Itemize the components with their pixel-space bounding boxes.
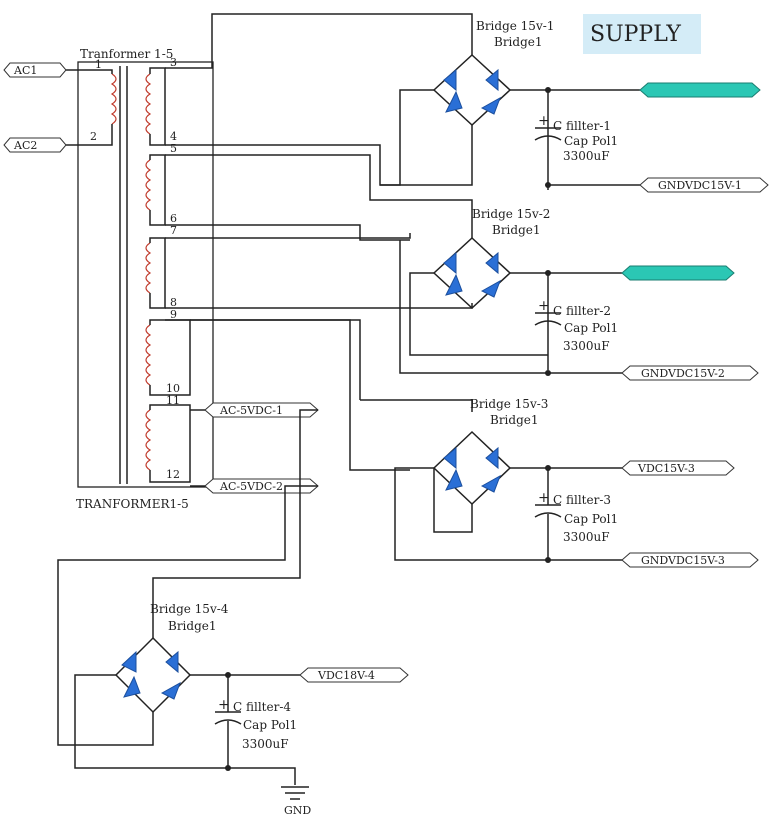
transformer-bottom-label: TRANFORMER1-5 [76,497,189,511]
pin-9-label: 9 [170,308,177,321]
cap-2-name: C fillter-2 [553,304,611,318]
port-vdc15v-2[interactable] [621,265,735,281]
port-vdc15v-1[interactable] [639,82,761,98]
svg-text:VDC15V-3: VDC15V-3 [637,462,695,475]
cap-plus-icon: + [538,113,550,129]
diode-icon [445,273,463,296]
diode-icon [485,251,499,275]
pin-3-label: 3 [170,56,177,69]
svg-text:VDC18V-4: VDC18V-4 [317,669,375,682]
capacitor-4: + C fillter-4 Cap Pol1 3300uF [214,675,297,768]
page-title: SUPPLY [590,22,681,47]
svg-text:AC-5VDC-2: AC-5VDC-2 [219,480,283,493]
capacitor-2: + C fillter-2 Cap Pol1 3300uF [534,298,618,353]
svg-text:GNDVDC15V-3: GNDVDC15V-3 [641,554,725,567]
pin-2-label: 2 [90,130,97,143]
port-vdc18v-4[interactable]: VDC18V-4 [299,667,409,683]
cap-1-name: C fillter-1 [553,119,611,133]
diode-icon [121,650,137,673]
pin-10-label: 10 [166,382,180,395]
cap-plus-icon: + [538,490,550,506]
pin-11-label: 11 [166,394,180,407]
cap-3-value: 3300uF [563,530,610,544]
pin-1-label: 1 [95,58,102,71]
pin-5-label: 5 [170,142,177,155]
bridge-3-name: Bridge 15v-3 [470,397,548,411]
port-ac-5vdc-1[interactable]: AC-5VDC-1 [204,402,319,418]
cap-plus-icon: + [538,298,550,314]
svg-text:GNDVDC15V-1: GNDVDC15V-1 [658,179,742,192]
bridge-1-part: Bridge1 [494,35,543,49]
capacitor-1: + C fillter-1 Cap Pol1 3300uF [534,113,618,163]
cap-3-part: Cap Pol1 [564,512,618,526]
port-gnd-3[interactable]: GNDVDC15V-3 [621,552,759,568]
cap-plus-icon: + [218,697,230,713]
pin-4-label: 4 [170,130,177,143]
port-vdc15v-3[interactable]: VDC15V-3 [621,460,735,476]
bridge-1-name: Bridge 15v-1 [476,19,554,33]
diode-icon [123,675,141,698]
transformer-top-label: Tranformer 1-5 [80,47,173,61]
diode-icon [443,251,457,275]
transformer-body [77,61,214,488]
title-block: SUPPLY [583,14,701,54]
diode-icon [445,468,463,491]
port-ac-5vdc-2[interactable]: AC-5VDC-2 [204,478,319,494]
port-ac1[interactable]: AC1 [3,62,67,78]
cap-4-value: 3300uF [242,737,289,751]
cap-3-name: C fillter-3 [553,493,611,507]
cap-2-value: 3300uF [563,339,610,353]
pin-7-label: 7 [170,224,177,237]
port-ac2[interactable]: AC2 [3,137,67,153]
port-gnd-1[interactable]: GNDVDC15V-1 [639,177,769,193]
diode-icon [165,650,179,674]
diode-icon [443,446,457,470]
port-gnd-2[interactable]: GNDVDC15V-2 [621,365,759,381]
diode-icon [443,68,457,92]
bridge-4: Bridge 15v-4 Bridge1 [74,602,229,769]
diode-icon [480,474,501,493]
bridge-3: Bridge 15v-3 Bridge1 [394,397,548,561]
svg-text:AC2: AC2 [13,139,37,152]
bridge-2-part: Bridge1 [492,223,541,237]
diode-icon [485,68,499,92]
bridge-3-part: Bridge1 [490,413,539,427]
capacitor-3: + C fillter-3 Cap Pol1 3300uF [534,468,618,560]
cap-4-name: C fillter-4 [233,700,291,714]
pin-6-label: 6 [170,212,177,225]
bridge-2: Bridge 15v-2 Bridge1 [409,207,550,370]
pin-8-label: 8 [170,296,177,309]
cap-1-part: Cap Pol1 [564,134,618,148]
ground-icon: GND [281,786,311,817]
cap-2-part: Cap Pol1 [564,321,618,335]
bridge-4-part: Bridge1 [168,619,217,633]
diode-icon [480,279,501,298]
bridge-1: Bridge 15v-1 Bridge1 [380,19,554,190]
bridge-4-name: Bridge 15v-4 [150,602,229,616]
svg-text:AC1: AC1 [13,64,37,77]
bridge-2-name: Bridge 15v-2 [472,207,550,221]
diode-icon [160,681,181,700]
gnd-label: GND [284,804,311,817]
transformer: Tranformer 1-5 TRANFORMER1-5 1 2 3 4 5 6… [60,47,214,511]
svg-text:GNDVDC15V-2: GNDVDC15V-2 [641,367,725,380]
svg-text:AC-5VDC-1: AC-5VDC-1 [219,404,283,417]
diode-icon [445,90,463,113]
diode-icon [480,96,501,115]
cap-1-value: 3300uF [563,149,610,163]
cap-4-part: Cap Pol1 [243,718,297,732]
diode-icon [485,446,499,470]
pin-12-label: 12 [166,468,180,481]
